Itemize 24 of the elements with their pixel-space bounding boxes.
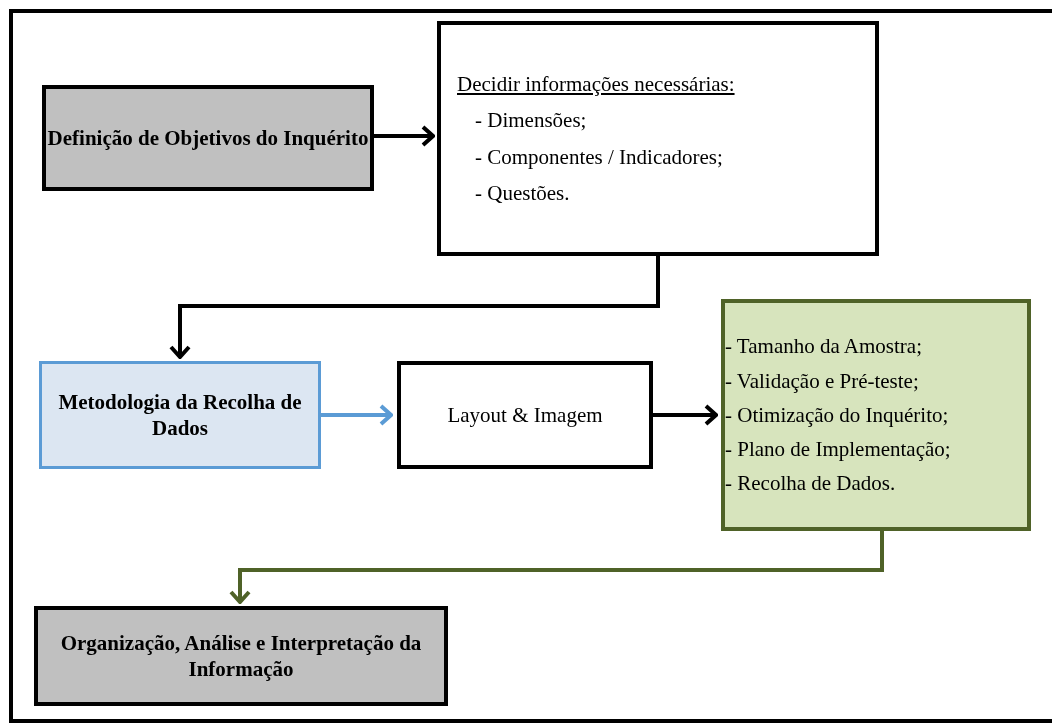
arrow bbox=[653, 404, 718, 426]
process-box bbox=[397, 361, 653, 469]
process-box bbox=[39, 361, 321, 469]
heading-text: Decidir informações necessárias: bbox=[457, 71, 736, 98]
arrow bbox=[321, 404, 393, 426]
list-item: - Questões. bbox=[475, 179, 571, 206]
arrow bbox=[229, 531, 884, 604]
box-label: Definição de Objetivos do Inquérito bbox=[46, 124, 370, 152]
box-label: Metodologia da Recolha de Dados bbox=[57, 388, 303, 442]
arrow bbox=[169, 256, 660, 359]
list-item: - Dimensões; bbox=[475, 107, 588, 134]
process-box bbox=[437, 21, 879, 256]
process-box bbox=[34, 606, 448, 706]
list-item: - Componentes / Indicadores; bbox=[475, 143, 724, 170]
box-label: Layout & Imagem bbox=[446, 401, 604, 429]
list-item: - Recolha de Dados. bbox=[725, 470, 897, 497]
box-label: Organização, Análise e Interpretação da Informação bbox=[59, 629, 423, 683]
arrow bbox=[374, 125, 435, 147]
list-item: - Otimização do Inquérito; bbox=[725, 401, 950, 429]
list-item: - Tamanho da Amostra; bbox=[725, 333, 924, 360]
list-item: - Validação e Pré-teste; bbox=[725, 367, 920, 394]
process-box bbox=[721, 299, 1031, 531]
process-box bbox=[42, 85, 374, 191]
list-item: - Plano de Implementação; bbox=[725, 436, 952, 463]
